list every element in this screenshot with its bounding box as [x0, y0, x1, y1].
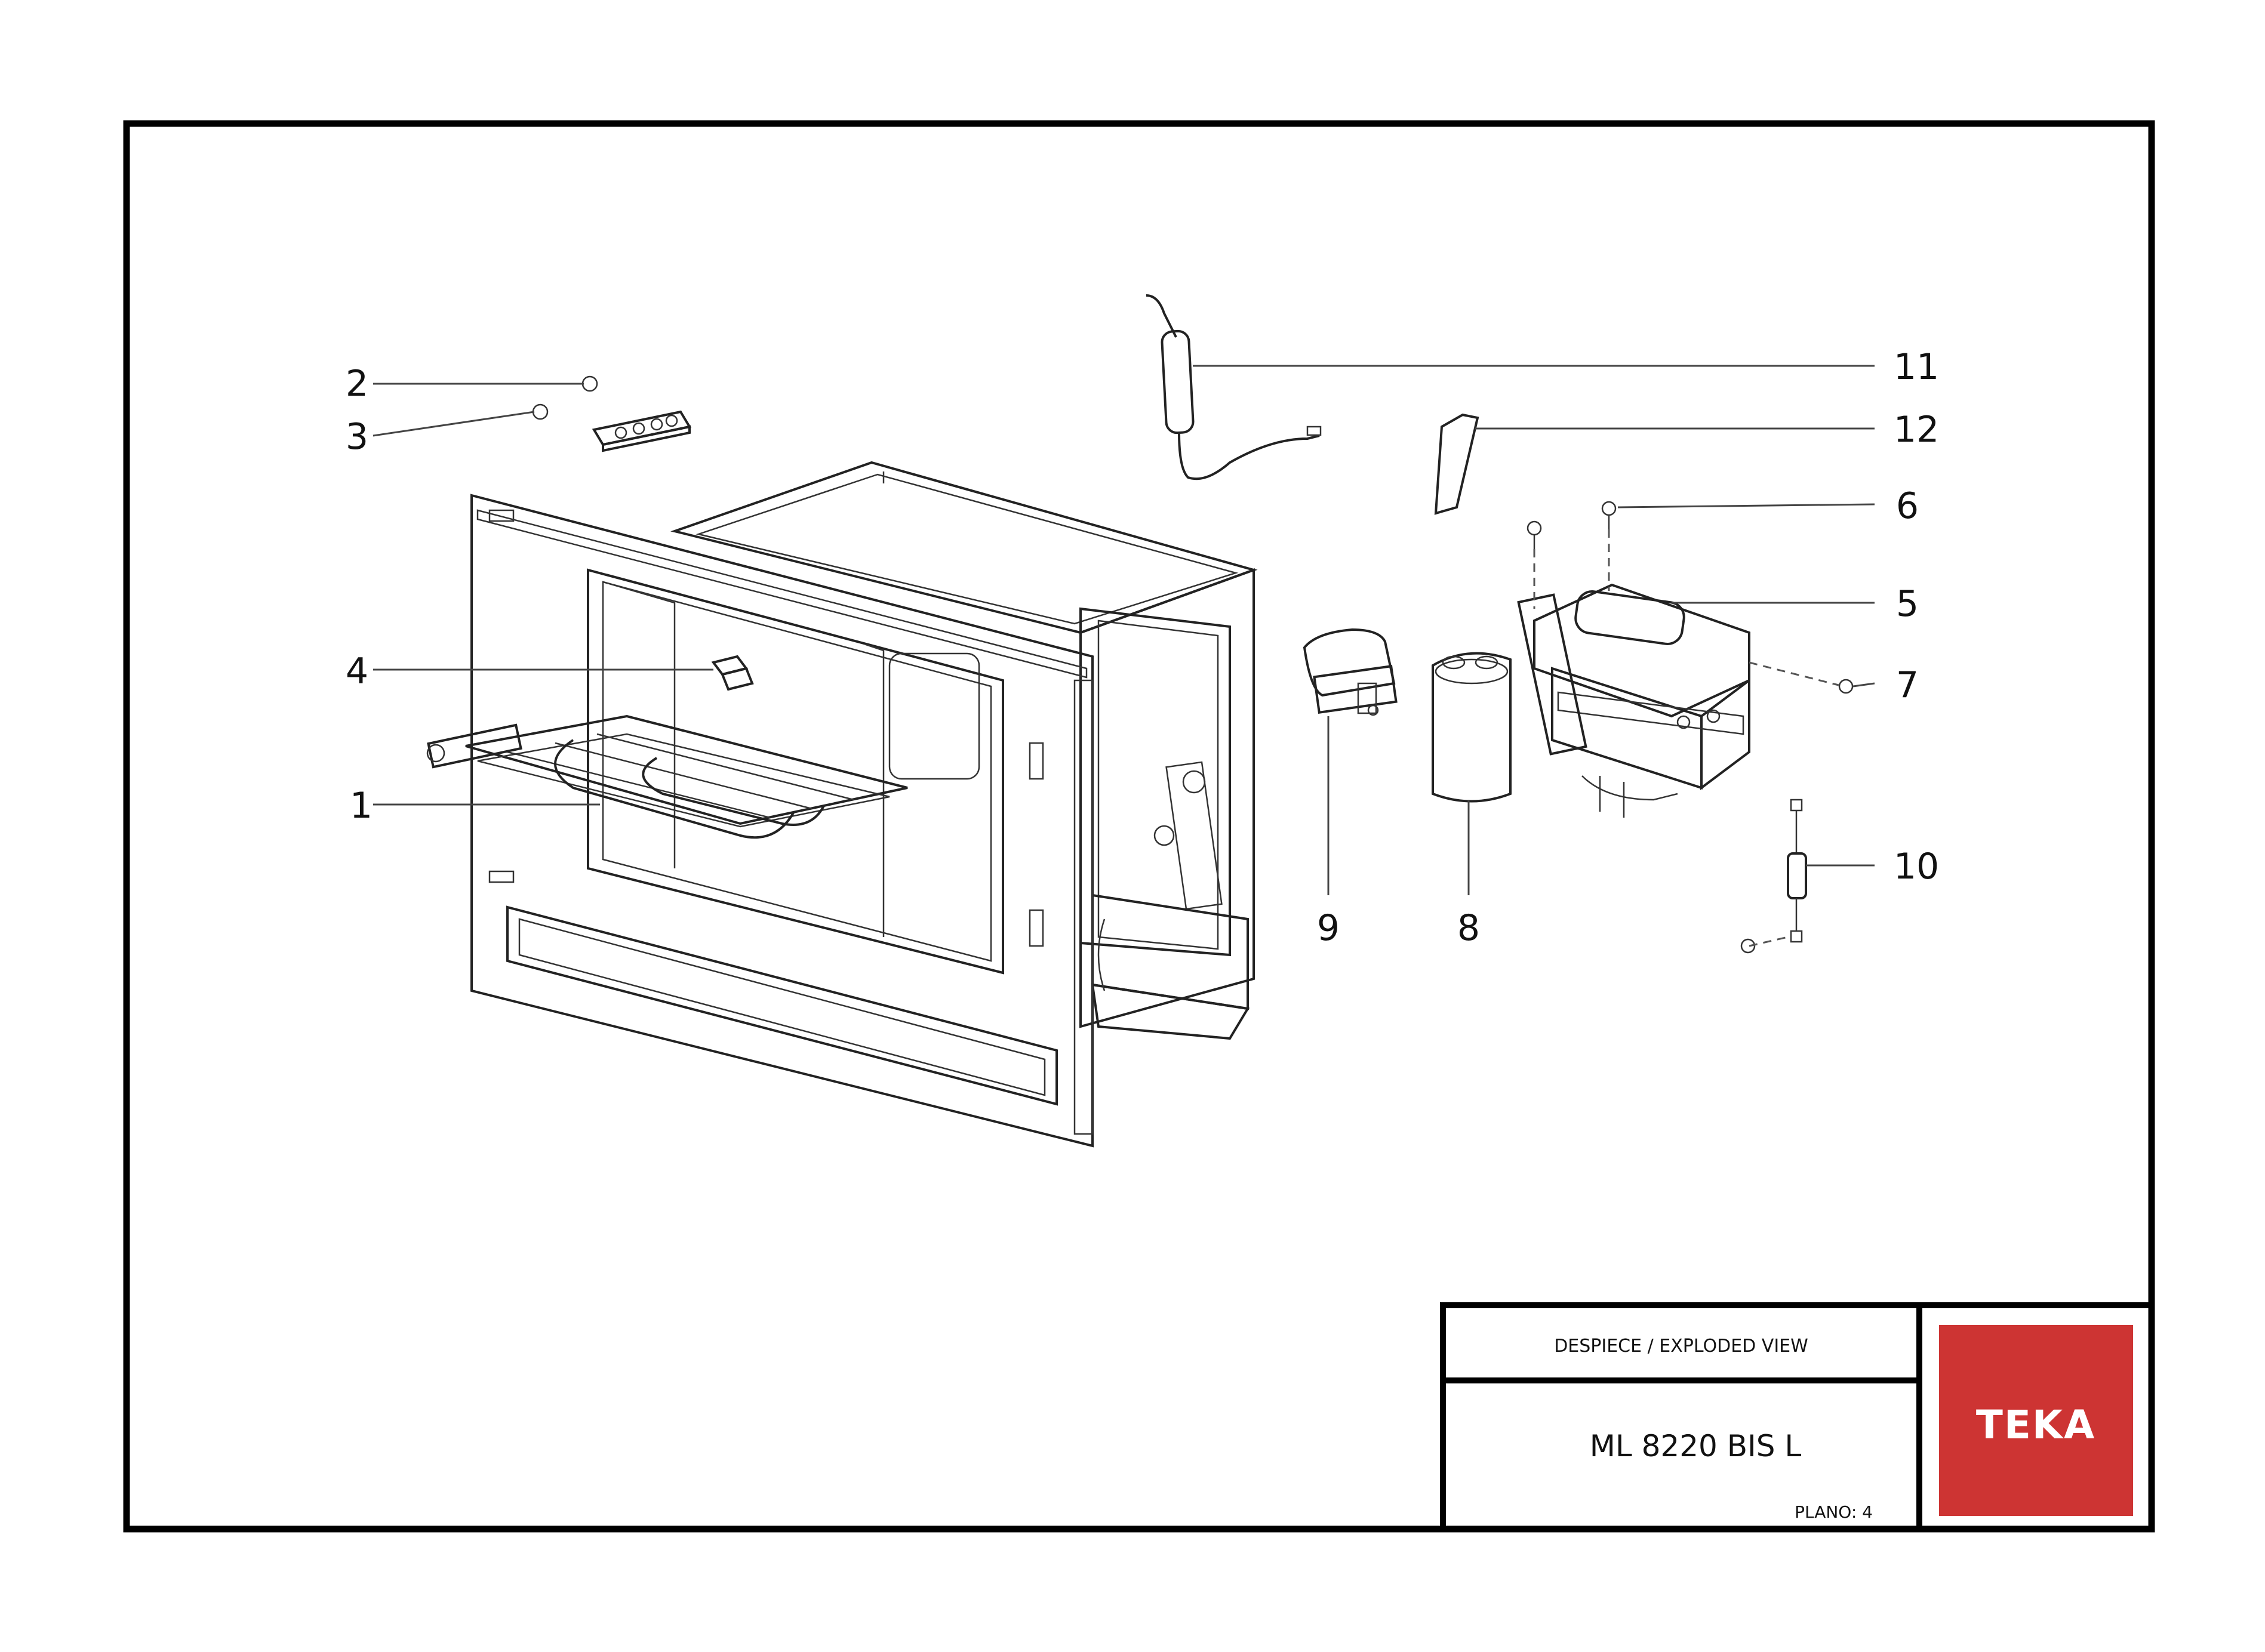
- callout-9: 9: [1317, 907, 1340, 949]
- drawing-frame: [123, 120, 2155, 1533]
- stirrer-clip-drawing: [711, 655, 754, 691]
- callout-8: 8: [1457, 907, 1480, 949]
- fuse-drawing: [1740, 799, 1807, 954]
- capacitor-bracket-drawing: [1303, 628, 1398, 716]
- callout-10: 10: [1894, 846, 1939, 887]
- oven-cavity-drawing: [470, 461, 1258, 1148]
- assembly-dashed-lines: [1533, 529, 1839, 947]
- high-voltage-cable-drawing: [1146, 294, 1322, 480]
- callout-12: 12: [1894, 409, 1939, 451]
- teka-logo-background: [1939, 1325, 2133, 1516]
- transformer-drawing: [1517, 583, 1750, 818]
- callout-numbers: 2 3 4 1 11 12 6 5 7 10 9 8: [346, 346, 1939, 949]
- callout-6: 6: [1896, 485, 1919, 527]
- callout-4: 4: [346, 651, 368, 692]
- teka-logo: TEKA: [1976, 1402, 2095, 1448]
- callout-1: 1: [350, 785, 373, 827]
- title-block-plano: PLANO: 4: [1795, 1502, 1873, 1522]
- insulator-strip-drawing: [1434, 413, 1479, 515]
- grill-rack-drawing: [426, 714, 908, 839]
- callout-7: 7: [1896, 664, 1919, 706]
- title-block: DESPIECE / EXPLODED VIEW ML 8220 BIS L P…: [1440, 1302, 2155, 1532]
- rack-support-drawing: [532, 375, 692, 452]
- callout-11: 11: [1894, 346, 1939, 388]
- capacitor-drawing: [1432, 652, 1512, 803]
- callout-2: 2: [346, 363, 368, 405]
- callout-5: 5: [1896, 583, 1919, 625]
- fixing-screws-drawing: [1527, 501, 1854, 694]
- title-block-heading: DESPIECE / EXPLODED VIEW: [1554, 1336, 1808, 1357]
- callout-3: 3: [346, 416, 368, 458]
- title-block-frame: [1440, 1302, 2155, 1532]
- title-block-model: ML 8220 BIS L: [1590, 1429, 1802, 1463]
- leader-lines: [373, 365, 1875, 895]
